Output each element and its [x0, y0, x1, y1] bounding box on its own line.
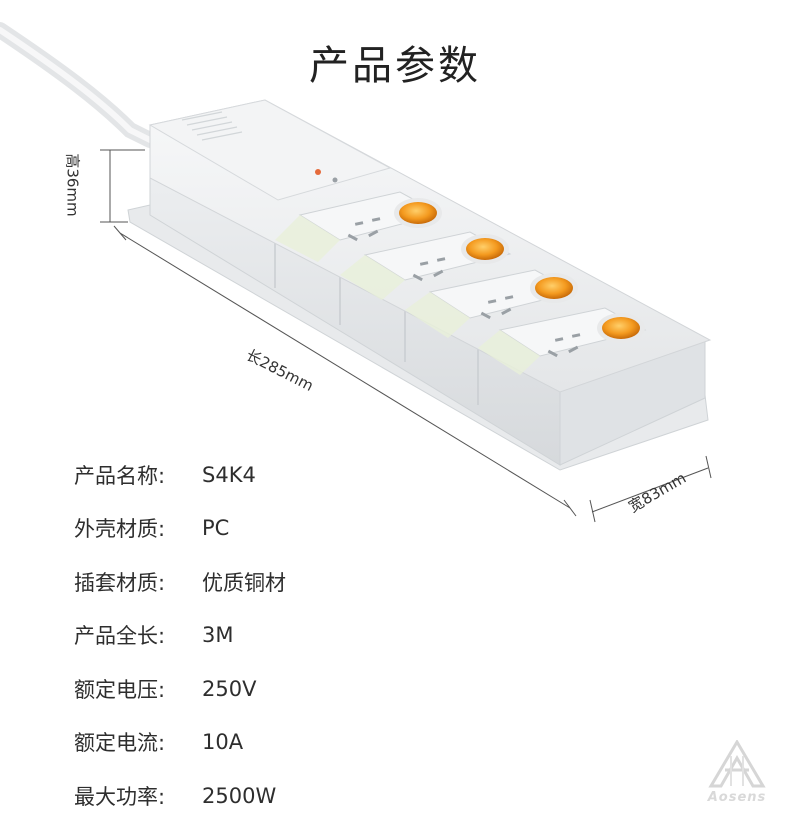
spec-label: 额定电压:	[74, 677, 166, 702]
spec-label: 额定电流:	[74, 731, 166, 756]
switch-buttons	[394, 198, 645, 343]
vent-lines	[181, 111, 243, 141]
brand-logo-icon	[708, 739, 766, 788]
spec-row-rated-voltage: 额定电压: 250V	[74, 662, 286, 716]
indicator-light-2	[332, 177, 338, 183]
indicator-light	[315, 169, 321, 175]
socket-modules	[275, 191, 647, 375]
spec-row-rated-current: 额定电流: 10A	[74, 716, 286, 770]
spec-label: 插套材质:	[74, 570, 166, 595]
spec-value: 250V	[202, 676, 257, 701]
spec-value: 3M	[202, 623, 234, 648]
page-title: 产品参数	[309, 43, 481, 89]
socket-holes	[347, 217, 581, 358]
spec-value: 2500W	[202, 783, 277, 808]
strip-head	[148, 99, 392, 201]
length-dimension-line	[113, 225, 577, 517]
brand-logo-text: Aosens	[707, 790, 767, 805]
side-segments	[274, 240, 479, 405]
spec-label: 产品全长:	[74, 624, 166, 649]
spec-label: 最大功率:	[74, 784, 166, 809]
brand-logo: Aosens	[700, 739, 774, 805]
spec-label: 外壳材质:	[74, 517, 166, 542]
spec-value: S4K4	[202, 462, 256, 487]
spec-row-socket-material: 插套材质: 优质铜材	[74, 555, 286, 609]
width-dimension-line	[589, 455, 712, 523]
height-dimension-line	[100, 149, 145, 223]
height-dimension-label: 高36mm	[63, 153, 82, 217]
spec-value: 10A	[202, 730, 244, 755]
spec-value: 优质铜材	[202, 570, 286, 595]
spec-row-total-length: 产品全长: 3M	[74, 609, 286, 663]
spec-value: PC	[202, 516, 230, 541]
spec-row-shell-material: 外壳材质: PC	[74, 502, 286, 556]
spec-label: 产品名称:	[74, 463, 166, 488]
spec-row-max-power: 最大功率: 2500W	[74, 769, 286, 823]
spec-list: 产品名称: S4K4 外壳材质: PC 插套材质: 优质铜材 产品全长: 3M …	[74, 448, 286, 823]
spec-row-product-name: 产品名称: S4K4	[74, 448, 286, 502]
